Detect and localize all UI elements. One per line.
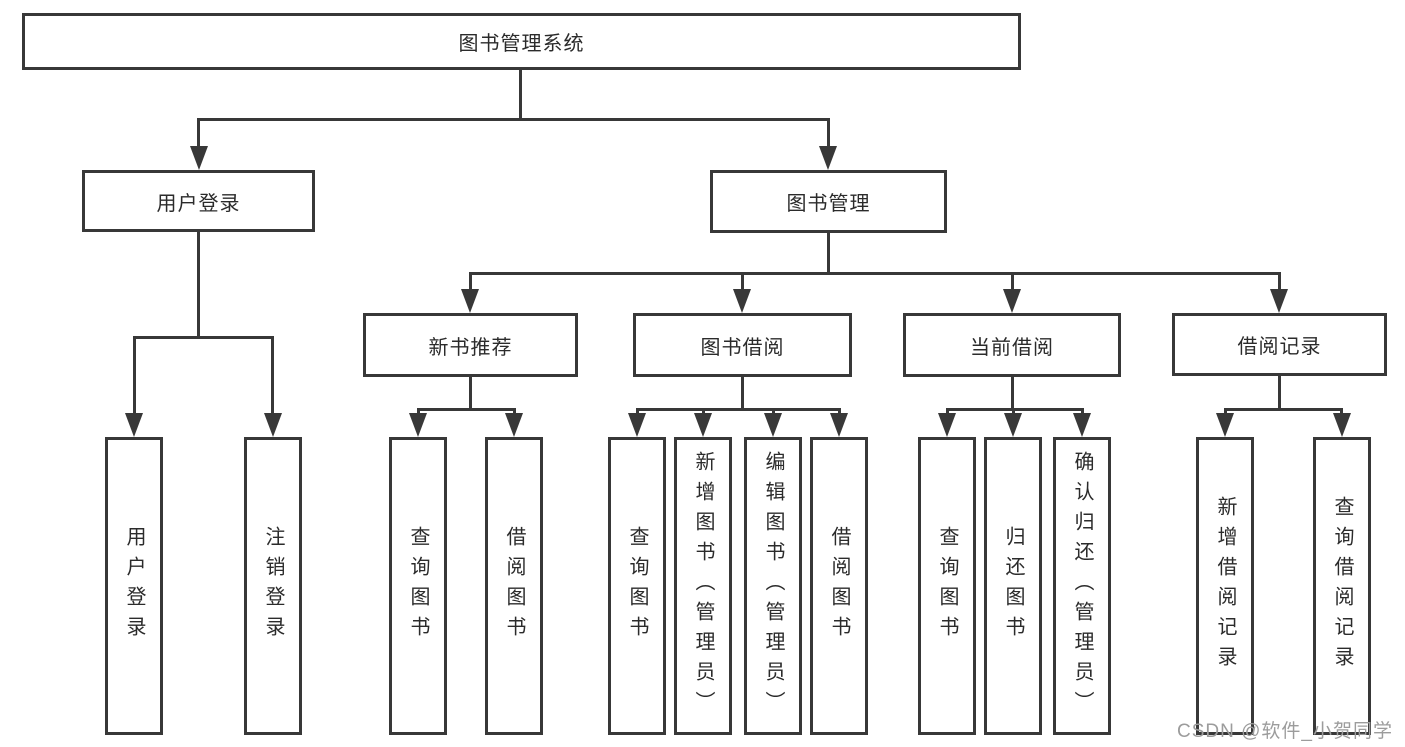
node-library-system-label: 图书管理系统 [458, 33, 585, 55]
connector-line [1011, 377, 1014, 408]
node-book-management-label: 图书管理 [786, 193, 871, 215]
leaf-return-book-label: 归还图书 [1002, 526, 1024, 646]
leaf-recommend-borrow-book: 借阅图书 [485, 437, 543, 735]
arrow-down-icon [1004, 413, 1022, 437]
leaf-add-borrow-record-label: 新增借阅记录 [1214, 496, 1236, 676]
arrow-down-icon [1270, 289, 1288, 313]
connector-line [197, 118, 830, 121]
connector-line [772, 408, 775, 415]
watermark: CSDN @软件_小贺同学 [1177, 721, 1393, 742]
connector-line [469, 377, 472, 408]
arrow-down-icon [1216, 413, 1234, 437]
node-borrow-record: 借阅记录 [1172, 313, 1387, 376]
connector-line [513, 408, 516, 415]
arrow-down-icon [819, 146, 837, 170]
leaf-user-login: 用户登录 [105, 437, 163, 735]
arrow-down-icon [1073, 413, 1091, 437]
leaf-edit-book-admin: 编辑图书（管理员） [744, 437, 802, 735]
arrow-down-icon [264, 413, 282, 437]
leaf-recommend-borrow-book-label: 借阅图书 [503, 526, 525, 646]
leaf-borrow-book: 借阅图书 [810, 437, 868, 735]
connector-line [636, 408, 840, 411]
node-user-login-label: 用户登录 [156, 192, 241, 215]
leaf-user-login-label: 用户登录 [123, 526, 145, 646]
leaf-logout: 注销登录 [244, 437, 302, 735]
node-current-borrow-label: 当前借阅 [970, 336, 1054, 359]
leaf-borrow-query-book: 查询图书 [608, 437, 666, 735]
connector-line [946, 408, 949, 415]
leaf-query-borrow-record: 查询借阅记录 [1313, 437, 1371, 735]
leaf-current-query-book: 查询图书 [918, 437, 976, 735]
leaf-edit-book-admin-label: 编辑图书（管理员） [762, 451, 784, 721]
connector-line [838, 408, 841, 415]
arrow-down-icon [694, 413, 712, 437]
node-current-borrow: 当前借阅 [903, 313, 1121, 377]
connector-line [133, 336, 274, 339]
node-new-book-recommend-label: 新书推荐 [428, 336, 513, 359]
node-borrow-record-label: 借阅记录 [1237, 336, 1322, 358]
arrow-down-icon [409, 413, 427, 437]
arrow-down-icon [461, 289, 479, 313]
leaf-current-query-book-label: 查询图书 [936, 526, 958, 646]
connector-line [271, 336, 274, 413]
connector-line [133, 336, 136, 413]
node-book-management: 图书管理 [710, 170, 947, 233]
node-book-borrow-label: 图书借阅 [700, 336, 785, 359]
node-book-borrow: 图书借阅 [633, 313, 852, 377]
arrow-down-icon [505, 413, 523, 437]
arrow-down-icon [1333, 413, 1351, 437]
connector-line [1012, 408, 1015, 415]
connector-line [417, 408, 516, 411]
leaf-query-borrow-record-label: 查询借阅记录 [1331, 496, 1353, 676]
leaf-add-book-admin-label: 新增图书（管理员） [692, 451, 714, 721]
connector-line [827, 233, 830, 272]
connector-line [1278, 272, 1281, 289]
connector-line [636, 408, 639, 415]
node-user-login: 用户登录 [82, 170, 315, 232]
arrow-down-icon [733, 289, 751, 313]
arrow-down-icon [938, 413, 956, 437]
connector-line [197, 232, 200, 336]
connector-line [827, 118, 830, 146]
node-library-system: 图书管理系统 [22, 13, 1021, 70]
arrow-down-icon [1003, 289, 1021, 313]
connector-line [741, 272, 744, 289]
leaf-recommend-query-book-label: 查询图书 [407, 526, 429, 646]
arrow-down-icon [125, 413, 143, 437]
arrow-down-icon [830, 413, 848, 437]
connector-line [519, 70, 522, 118]
arrow-down-icon [190, 146, 208, 170]
leaf-confirm-return-admin-label: 确认归还（管理员） [1071, 451, 1093, 721]
connector-line [1011, 272, 1014, 289]
arrow-down-icon [764, 413, 782, 437]
connector-line [1224, 408, 1227, 415]
leaf-add-borrow-record: 新增借阅记录 [1196, 437, 1254, 735]
connector-line [1224, 408, 1342, 411]
arrow-down-icon [628, 413, 646, 437]
connector-line [1340, 408, 1343, 415]
leaf-add-book-admin: 新增图书（管理员） [674, 437, 732, 735]
connector-line [417, 408, 420, 415]
leaf-confirm-return-admin: 确认归还（管理员） [1053, 437, 1111, 735]
connector-line [469, 272, 1281, 275]
connector-line [1081, 408, 1084, 415]
leaf-borrow-query-book-label: 查询图书 [626, 526, 648, 646]
leaf-recommend-query-book: 查询图书 [389, 437, 447, 735]
connector-line [197, 118, 200, 146]
leaf-borrow-book-label: 借阅图书 [828, 526, 850, 646]
leaf-logout-label: 注销登录 [262, 526, 284, 646]
node-new-book-recommend: 新书推荐 [363, 313, 578, 377]
connector-line [702, 408, 705, 415]
connector-line [469, 272, 472, 289]
connector-line [741, 377, 744, 408]
connector-line [1278, 376, 1281, 408]
leaf-return-book: 归还图书 [984, 437, 1042, 735]
